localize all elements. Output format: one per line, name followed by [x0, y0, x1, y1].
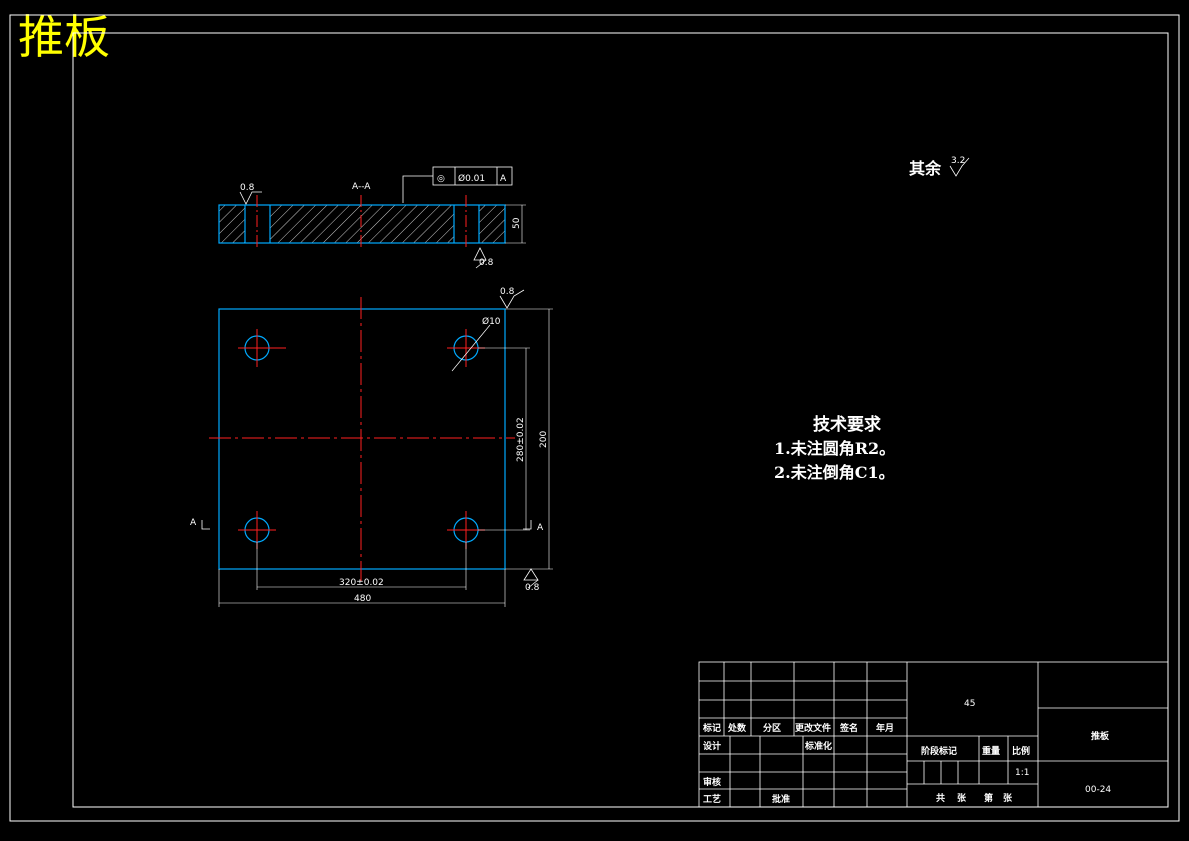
- outer-frame: [9, 14, 1180, 822]
- section-hatch-left: [219, 205, 245, 243]
- roughness-symbol: [523, 568, 539, 589]
- tb-header-change: 更改文件: [795, 722, 831, 734]
- tech-req-item: 1.未注圆角R2。: [774, 439, 895, 458]
- section-view: A--A 0.8 0.8 50 ◎ Ø0.01 A: [218, 166, 526, 269]
- roughness-value: 0.8: [500, 287, 515, 297]
- tech-req-item: 2.未注倒角C1。: [774, 463, 895, 482]
- surface-other-value: 3.2: [951, 156, 965, 166]
- section-outline: [218, 204, 506, 244]
- section-mark-right: A: [537, 523, 544, 533]
- tb-approve: 批准: [772, 793, 790, 805]
- tolerance-leader: [402, 175, 433, 203]
- tolerance-frame: [432, 166, 513, 186]
- tolerance-datum: A: [500, 174, 507, 184]
- section-mark: [201, 520, 210, 530]
- tb-sheets-total: 共: [936, 792, 945, 804]
- roughness-symbol: [949, 157, 970, 177]
- section-hatch-right: [479, 205, 505, 243]
- tb-scale: 比例: [1012, 745, 1030, 757]
- tb-standardize: 标准化: [804, 740, 832, 752]
- dim-hole-spacing-x: 320±0.02: [339, 578, 384, 588]
- dim-width: 480: [354, 594, 371, 604]
- section-mark-left: A: [190, 518, 197, 528]
- tb-drawing-no: 00-24: [1085, 785, 1111, 795]
- tb-sheets-unit: 张: [957, 792, 967, 804]
- roughness-symbol: [239, 191, 262, 205]
- tb-stage-mark: 阶段标记: [921, 745, 957, 757]
- plate-outline: [218, 308, 506, 570]
- section-mark: [523, 520, 532, 530]
- dim-hole-spacing-y: 280±0.02: [516, 417, 526, 462]
- tech-req-heading: 技术要求: [813, 414, 881, 435]
- tb-part-name: 推板: [1091, 730, 1110, 742]
- tolerance-symbol: ◎: [437, 174, 445, 184]
- hole: [238, 329, 286, 367]
- inner-frame: [72, 32, 1169, 808]
- dim-height: 200: [539, 431, 549, 448]
- section-hatch-mid: [270, 205, 454, 243]
- tb-header-date: 年月: [876, 722, 894, 734]
- plan-view: Ø10 0.8 0.8 A A 320±0.02 480 280±0.02 20…: [190, 287, 553, 607]
- hole-leader: [451, 324, 491, 372]
- tb-sheet-no: 第: [984, 792, 993, 804]
- roughness-value: 0.8: [240, 183, 255, 193]
- hole-diameter: Ø10: [482, 316, 501, 327]
- roughness-value: 0.8: [525, 583, 540, 593]
- roughness-symbol: [473, 247, 487, 269]
- tb-header-mark: 标记: [702, 722, 721, 734]
- tolerance-value: Ø0.01: [458, 173, 485, 184]
- surface-other-label: 其余: [909, 159, 942, 178]
- tb-weight: 重量: [982, 745, 1000, 757]
- tb-header-zone: 分区: [763, 722, 781, 734]
- tb-material: 45: [964, 699, 975, 709]
- roughness-symbol: [499, 289, 525, 309]
- page-title: 推板: [18, 10, 110, 64]
- tb-process: 工艺: [703, 793, 721, 805]
- tb-review: 审核: [703, 776, 721, 788]
- roughness-value: 0.8: [479, 258, 494, 268]
- tb-sheet-unit: 张: [1003, 792, 1013, 804]
- tb-scale-value: 1:1: [1015, 768, 1029, 778]
- tb-design: 设计: [703, 740, 721, 752]
- section-label: A--A: [352, 182, 371, 192]
- title-block: [698, 661, 1169, 808]
- tb-header-count: 处数: [727, 722, 747, 734]
- tb-header-sign: 签名: [839, 722, 858, 734]
- thickness-dim: 50: [512, 217, 522, 229]
